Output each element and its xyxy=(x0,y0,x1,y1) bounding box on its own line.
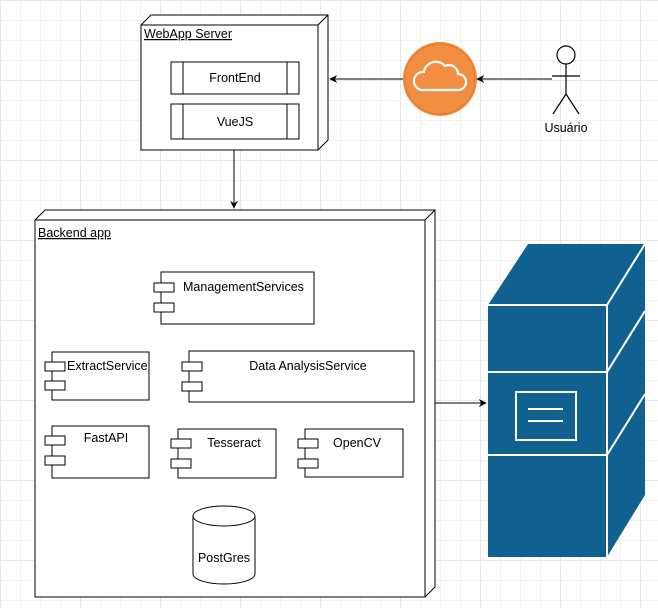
fastapi-component[interactable]: FastAPI xyxy=(44,425,150,479)
opencv-label: OpenCV xyxy=(333,436,382,450)
opencv-component[interactable]: OpenCV xyxy=(297,428,404,478)
frontend-label: FrontEnd xyxy=(209,71,260,85)
data-analysis-service-label: Data AnalysisService xyxy=(249,359,366,373)
cloud-icon[interactable] xyxy=(403,42,477,116)
postgres-database[interactable]: PostGres xyxy=(192,505,256,585)
actor-label: Usuário xyxy=(544,121,587,135)
vuejs-component[interactable]: VueJS xyxy=(170,103,300,140)
connectors xyxy=(230,75,552,407)
backend-app-label: Backend app xyxy=(38,226,111,240)
frontend-component[interactable]: FrontEnd xyxy=(170,61,300,95)
extract-service-label: ExtractService xyxy=(67,359,148,373)
actor-icon[interactable] xyxy=(552,45,580,115)
postgres-label: PostGres xyxy=(198,551,250,565)
server-icon[interactable] xyxy=(488,243,646,557)
webapp-server-node[interactable]: WebApp Server FrontEnd VueJS xyxy=(140,14,329,151)
management-services-label: ManagementServices xyxy=(183,280,304,294)
data-analysis-service-component[interactable]: Data AnalysisService xyxy=(181,350,415,403)
backend-app-node[interactable]: Backend app ManagementServices ExtractSe… xyxy=(34,209,436,598)
vuejs-label: VueJS xyxy=(217,115,253,129)
webapp-server-label: WebApp Server xyxy=(144,27,232,41)
tesseract-label: Tesseract xyxy=(207,436,261,450)
management-services-component[interactable]: ManagementServices xyxy=(153,271,315,325)
tesseract-component[interactable]: Tesseract xyxy=(170,428,277,479)
extract-service-component[interactable]: ExtractService xyxy=(44,351,150,401)
fastapi-label: FastAPI xyxy=(84,431,128,445)
